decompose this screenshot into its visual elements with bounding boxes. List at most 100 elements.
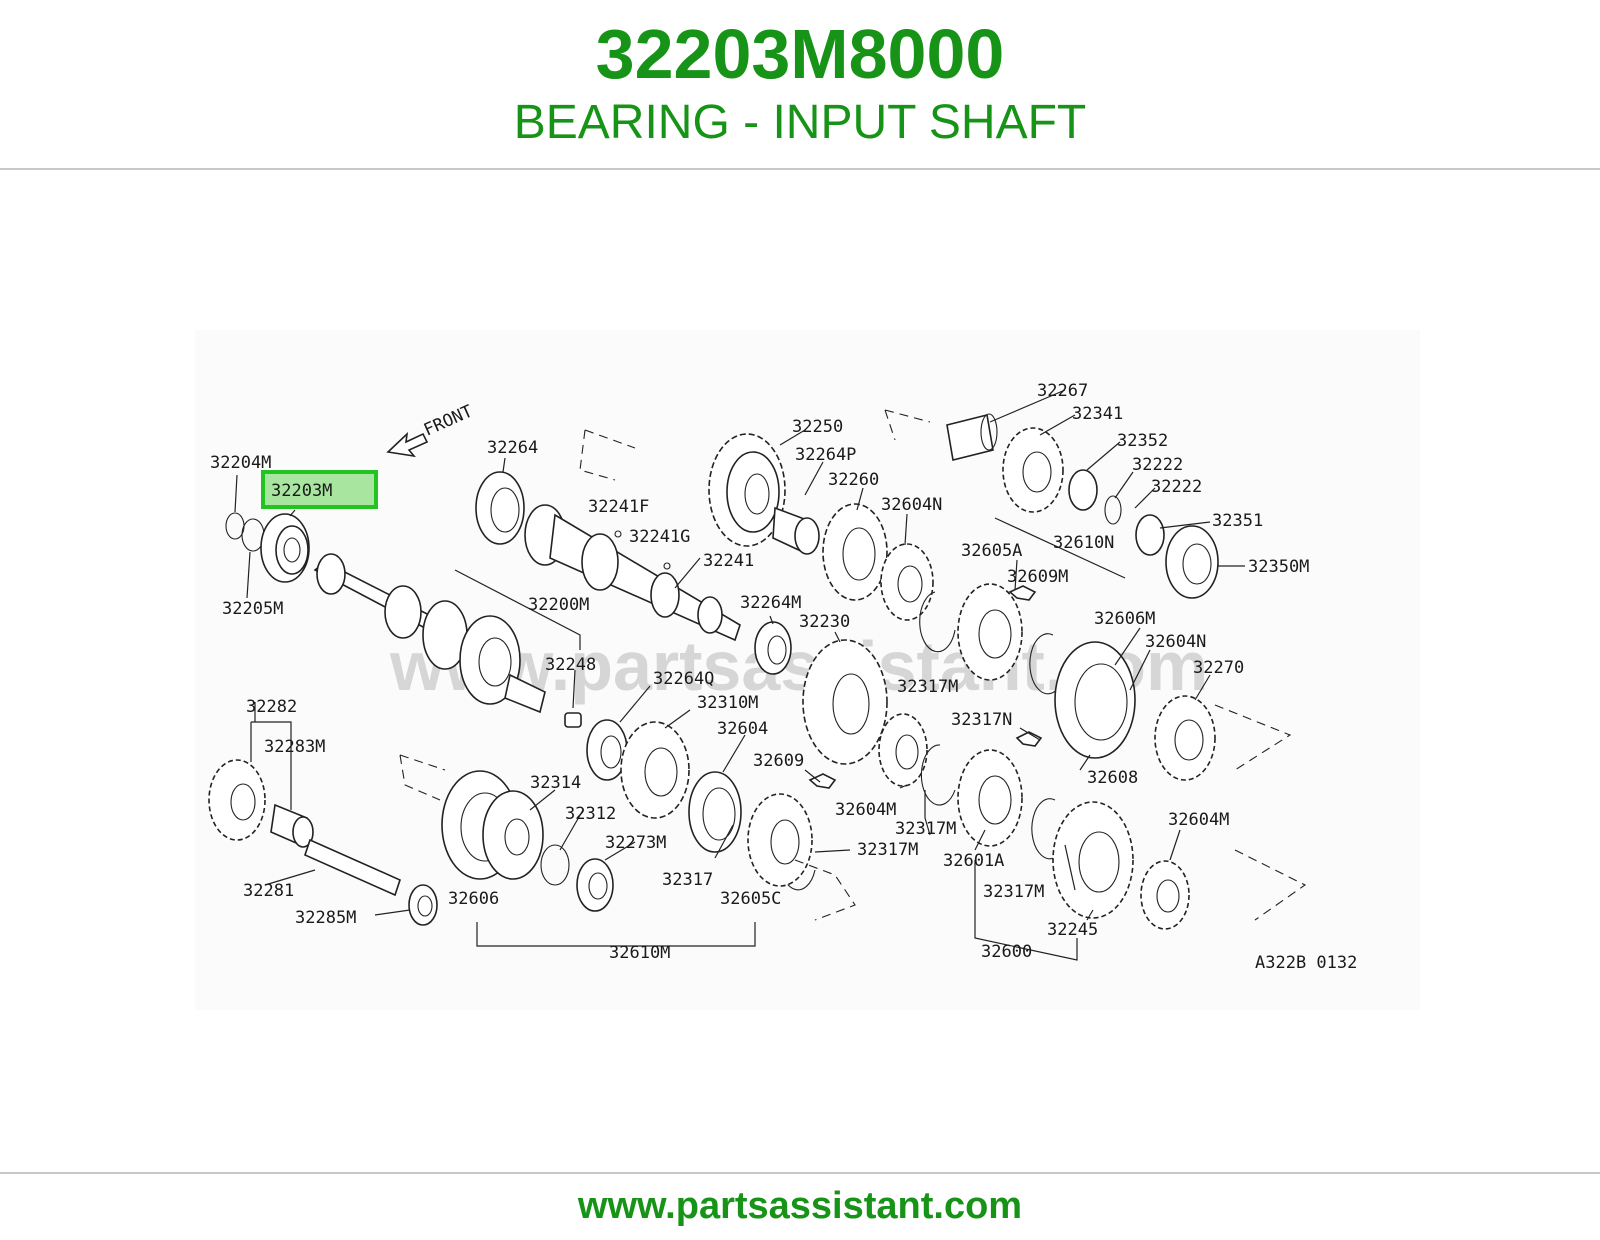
callout-32604n[interactable]: 32604N [1145,632,1206,652]
callout-32282[interactable]: 32282 [246,697,297,717]
callout-32204m[interactable]: 32204M [210,453,271,473]
callout-32273m[interactable]: 32273M [605,833,666,853]
part-32604M-hub[interactable] [878,713,928,787]
part-32601A-gear[interactable] [957,749,1023,847]
callout-32264[interactable]: 32264 [487,438,538,458]
callout-32264p[interactable]: 32264P [795,445,856,465]
callout-32606m[interactable]: 32606M [1094,609,1155,629]
part-32608-insert[interactable] [1015,731,1043,747]
figure-code: A322B 0132 [1255,953,1357,973]
part-32605C-gear[interactable] [747,793,813,887]
callout-32610n[interactable]: 32610N [1053,533,1114,553]
part-32230-gear[interactable] [802,639,888,765]
callout-32281[interactable]: 32281 [243,881,294,901]
part-32203M-bearing-input-shaft[interactable] [260,513,310,583]
callout-32317[interactable]: 32317 [662,870,713,890]
callout-32230[interactable]: 32230 [799,612,850,632]
part-32250-gear[interactable] [708,433,786,547]
callout-32264m[interactable]: 32264M [740,593,801,613]
part-32604N-hub[interactable] [880,543,934,621]
callout-32609[interactable]: 32609 [753,751,804,771]
callout-32350m[interactable]: 32350M [1248,557,1309,577]
highlight-box[interactable] [261,470,378,509]
footer-url-link[interactable]: www.partsassistant.com [577,1185,1023,1227]
callout-32245[interactable]: 32245 [1047,920,1098,940]
callout-32205m[interactable]: 32205M [222,599,283,619]
part-32260-gear[interactable] [822,503,888,601]
callout-32600[interactable]: 32600 [981,942,1032,962]
part-32352-washer[interactable] [1068,469,1098,511]
callout-32605c[interactable]: 32605C [720,889,781,909]
callout-32351[interactable]: 32351 [1212,511,1263,531]
callout-32314[interactable]: 32314 [530,773,581,793]
callout-32241[interactable]: 32241 [703,551,754,571]
callout-32312[interactable]: 32312 [565,804,616,824]
part-32604-synchro-ring[interactable] [688,771,742,853]
part-32222-snap-ring[interactable] [1104,495,1122,525]
callout-32610m[interactable]: 32610M [609,943,670,963]
part-32604M-hub-lower[interactable] [1140,860,1190,930]
part-32267-bushing[interactable] [946,413,998,461]
part-32270-gear[interactable] [1154,695,1216,781]
part-32273M-bushing[interactable] [576,858,614,912]
part-32245-gear[interactable] [1052,801,1134,919]
part-32350M-bearing[interactable] [1165,525,1219,599]
callout-32203m-highlighted[interactable]: 32203M [271,481,332,501]
part-32310M-gear[interactable] [620,721,690,819]
front-arrow-icon [386,431,429,458]
callout-labels: 32204M32203M32205M322643225032264P322603… [210,381,1309,963]
part-32341-gear[interactable] [1002,427,1064,513]
leader-lines [234,389,1245,921]
part-32609-insert[interactable] [808,773,837,789]
part-32605A-hub[interactable] [957,583,1023,681]
callout-32248[interactable]: 32248 [545,655,596,675]
callout-32241g[interactable]: 32241G [629,527,690,547]
callout-32222[interactable]: 32222 [1151,477,1202,497]
callout-32317m[interactable]: 32317M [897,677,958,697]
callout-32601a[interactable]: 32601A [943,851,1004,871]
callout-32285m[interactable]: 32285M [295,908,356,928]
part-32314-hub[interactable] [482,790,544,880]
part-32264Q-needle-bearing[interactable] [586,719,628,781]
part-32351-spacer[interactable] [1135,514,1165,556]
callout-32310m[interactable]: 32310M [697,693,758,713]
callout-32605a[interactable]: 32605A [961,541,1022,561]
callout-32606[interactable]: 32606 [448,889,499,909]
callout-32260[interactable]: 32260 [828,470,879,490]
part-32606M-sleeve[interactable] [1054,641,1136,759]
parts-diagram: www.partsassistant.com FRONT [195,330,1420,1010]
callout-32267[interactable]: 32267 [1037,381,1088,401]
callout-32241f[interactable]: 32241F [588,497,649,517]
part-32200M-input-shaft[interactable] [313,553,582,728]
callout-32352[interactable]: 32352 [1117,431,1168,451]
callout-32604n[interactable]: 32604N [881,495,942,515]
callout-32283m[interactable]: 32283M [264,737,325,757]
callout-32317m[interactable]: 32317M [895,819,956,839]
part-32312-snap-ring[interactable] [540,844,570,886]
part-32264M-needle-bearing[interactable] [754,621,792,675]
callout-32604m[interactable]: 32604M [1168,810,1229,830]
callout-32609m[interactable]: 32609M [1007,567,1068,587]
callout-32317m[interactable]: 32317M [857,840,918,860]
part-32282-counter-gear[interactable] [208,759,266,841]
part-32285M-bushing[interactable] [408,884,438,926]
part-32609M-insert[interactable] [1008,585,1037,601]
footer-divider [0,1172,1600,1174]
callout-32222[interactable]: 32222 [1132,455,1183,475]
part-32264P-bushing[interactable] [772,506,820,555]
callout-32200m[interactable]: 32200M [528,595,589,615]
assembly-lines [250,517,1126,961]
callout-32264q[interactable]: 32264Q [653,669,714,689]
callout-32317n[interactable]: 32317N [951,710,1012,730]
callout-32270[interactable]: 32270 [1193,658,1244,678]
part-32283M-bushing[interactable] [270,803,314,848]
callout-32608[interactable]: 32608 [1087,768,1138,788]
callout-32341[interactable]: 32341 [1072,404,1123,424]
part-32264-bearing[interactable] [475,471,525,545]
callout-32604[interactable]: 32604 [717,719,768,739]
callout-32250[interactable]: 32250 [792,417,843,437]
part-32241-main-shaft[interactable] [524,504,741,642]
part-32281-shaft[interactable] [304,838,401,897]
callout-32604m[interactable]: 32604M [835,800,896,820]
callout-32317m[interactable]: 32317M [983,882,1044,902]
